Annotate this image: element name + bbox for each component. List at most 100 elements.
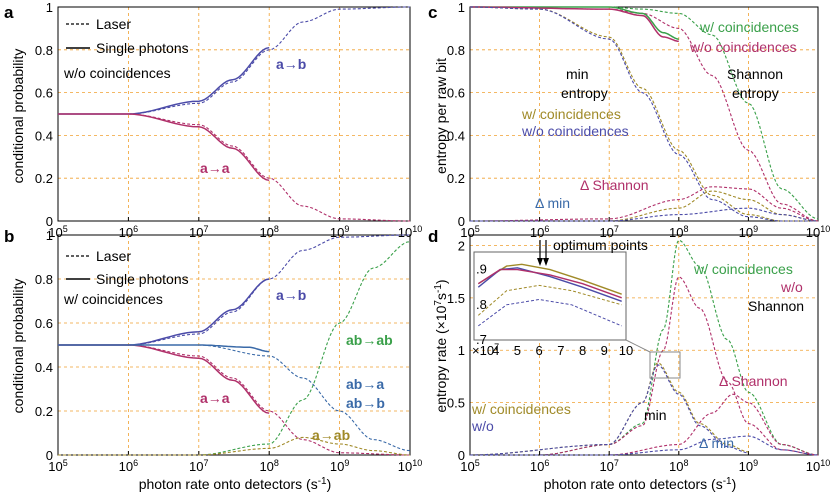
x-tick-label: 108: [259, 224, 278, 240]
y-tick-label: 1: [458, 343, 465, 358]
annotation-delta-shannon: Δ Shannon: [719, 373, 788, 389]
series-line: [470, 186, 819, 222]
legend-extra: w/o coincidences: [63, 65, 171, 81]
inset-x-tick-label: 6: [536, 343, 543, 358]
annotation-delta-shannon: Δ Shannon: [580, 177, 649, 193]
series-line: [470, 6, 679, 40]
y-tick-label: 0: [458, 448, 465, 463]
inset-y-tick-label: .7: [476, 332, 487, 347]
series-line: [58, 344, 270, 414]
annotation-ab-to-ab: ab→ab: [346, 332, 393, 348]
y-axis-label-d: entropy rate (×107s-1): [433, 279, 450, 412]
plot-frame: [469, 6, 819, 222]
y-tick-label: 1.5: [447, 291, 465, 306]
annotation-min-1: min: [566, 66, 589, 82]
annotation-min: min: [644, 407, 667, 423]
series-line: [470, 276, 819, 456]
y-tick-label: 0.4: [35, 360, 53, 375]
x-tick-label: 108: [259, 458, 278, 474]
annotation-a-to-ab: a→ab: [312, 427, 350, 443]
y-axis-label-a: conditional probability: [10, 49, 26, 184]
y-tick-label: 0: [46, 448, 53, 463]
y-tick-label: 0.6: [35, 86, 53, 101]
optimum-arrowhead: [543, 258, 549, 266]
x-tick-label: 109: [739, 224, 758, 240]
y-tick-label: 0: [46, 214, 53, 229]
inset-series-line: [477, 284, 622, 316]
x-tick-label: 107: [189, 458, 208, 474]
series-line: [470, 207, 819, 222]
y-tick-label: 1: [458, 0, 465, 15]
y-tick-label: 0.4: [35, 128, 53, 143]
y-tick-label: 0.4: [447, 128, 465, 143]
legend-laser-label: Laser: [96, 16, 131, 32]
series-line: [58, 113, 270, 182]
y-tick-label: 0.6: [35, 316, 53, 331]
y-tick-label: 0.8: [447, 43, 465, 58]
series-line: [58, 344, 270, 353]
x-tick-label: 107: [189, 224, 208, 240]
x-tick-label: 107: [599, 224, 618, 240]
y-tick-label: 0.2: [447, 171, 465, 186]
x-axis-label-d: photon rate onto detectors (s-1): [544, 476, 737, 493]
inset-x-tick-label: 9: [601, 343, 608, 358]
x-tick-label: 106: [119, 224, 138, 240]
annotation-ab-to-b: ab→b: [346, 395, 385, 411]
series-line: [470, 6, 818, 222]
panel-letter-b: b: [4, 227, 14, 246]
x-tick-label: 105: [460, 224, 479, 240]
legend-b: Laser Single photons w/ coincidences: [63, 248, 189, 307]
inset-y-tick-label: .8: [476, 297, 487, 312]
x-tick-label: 105: [48, 224, 67, 240]
series-line: [470, 6, 819, 222]
x-tick-label: 107: [599, 458, 618, 474]
series-line: [470, 190, 819, 222]
x-tick-label: 109: [739, 458, 758, 474]
inset-frame: [473, 251, 627, 341]
legend-laser-label: Laser: [96, 248, 131, 264]
inset-x-tick-label: 8: [579, 343, 586, 358]
series-line: [58, 113, 410, 222]
annotation-shannon-w: w/ coincidences: [693, 261, 793, 277]
series-line: [470, 435, 819, 456]
x-axis-label-b: photon rate onto detectors (s-1): [139, 476, 332, 493]
x-tick-label: 108: [669, 224, 688, 240]
y-tick-label: 0.2: [35, 171, 53, 186]
annotation-a-to-b: a→b: [276, 287, 306, 303]
y-tick-label: 1: [46, 228, 53, 243]
y-tick-label: 0.8: [35, 43, 53, 58]
y-tick-label: 0.8: [35, 272, 53, 287]
x-tick-label: 109: [330, 224, 349, 240]
legend-single-label: Single photons: [96, 40, 189, 56]
y-tick-label: 0.5: [447, 396, 465, 411]
annotation-shannon-1: Shannon: [727, 66, 783, 82]
panel-letter-c: c: [428, 3, 437, 22]
annotation-ab-to-a: ab→a: [346, 376, 384, 392]
x-tick-label: 106: [530, 224, 549, 240]
y-tick-label: 0.6: [447, 86, 465, 101]
x-tick-label: 1010: [398, 458, 422, 474]
zoom-connector: [625, 339, 651, 353]
y-tick-label: 2: [458, 238, 465, 253]
annotation-a-to-a: a→a: [200, 390, 230, 406]
x-tick-label: 105: [48, 458, 67, 474]
annotation-delta-min: Δ min: [699, 435, 734, 451]
y-axis-label-b: conditional probability: [10, 279, 26, 414]
inset-y-tick-label: .9: [476, 262, 487, 277]
inset-callout: optimum points: [553, 237, 648, 253]
panel-letter-a: a: [4, 3, 14, 22]
y-tick-label: 1: [46, 0, 53, 15]
inset-x-tick-label: 4: [492, 343, 499, 358]
y-axis-label-c: entropy per raw bit: [433, 58, 449, 174]
x-tick-label: 106: [119, 458, 138, 474]
annotation-shannon-wo: w/o: [780, 279, 803, 295]
annotation-shannon: Shannon: [748, 298, 804, 314]
x-tick-label: 105: [460, 458, 479, 474]
